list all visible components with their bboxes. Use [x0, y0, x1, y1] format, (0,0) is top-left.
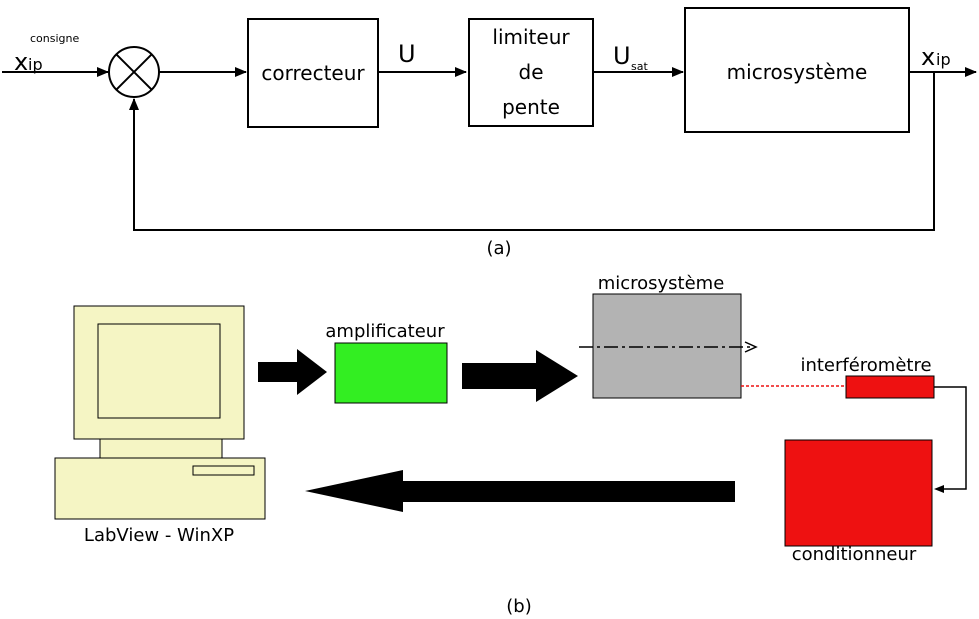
caption-b: (b) — [506, 596, 531, 617]
signal-cable — [934, 386, 967, 490]
interferometre-block — [845, 375, 935, 399]
microsysteme-block-a — [684, 7, 910, 133]
conditionneur-block — [784, 439, 933, 547]
input-x-subscript: ip — [28, 55, 43, 74]
limiteur-block — [468, 18, 594, 127]
computer-icon — [54, 305, 266, 520]
arrow-computer-to-amplifier — [258, 349, 327, 395]
interferometre-label: interféromètre — [800, 355, 931, 376]
output-x-label: x — [921, 43, 935, 71]
amplificateur-block — [334, 342, 448, 404]
summing-junction — [108, 46, 160, 98]
limiteur-label-line1: limiteur — [492, 25, 570, 49]
block-diagram-a: x ip consigne correcteur U limiteur de p… — [2, 7, 977, 259]
arrow-conditioner-to-computer — [305, 470, 735, 512]
cable-arrowhead — [934, 485, 944, 493]
feedback-loop — [129, 72, 935, 231]
limiteur-label-line2: de — [519, 60, 544, 84]
computer-label: LabView - WinXP — [84, 525, 234, 546]
microsysteme-label-a: microsystème — [727, 60, 868, 84]
limiteur-label-line3: pente — [502, 95, 560, 119]
conditionneur-label: conditionneur — [792, 544, 917, 565]
microsysteme-block-b — [592, 293, 742, 399]
amplificateur-label: amplificateur — [325, 321, 445, 342]
signal-usat-subscript: sat — [631, 60, 648, 73]
input-x-label: x — [14, 48, 28, 76]
caption-a: (a) — [486, 238, 511, 259]
axis-arrowhead — [744, 341, 758, 353]
hardware-setup-b: LabView - WinXP amplificateur microsystè… — [54, 273, 967, 617]
signal-usat-label: U — [613, 42, 631, 70]
correcteur-label: correcteur — [261, 61, 365, 85]
signal-u-label: U — [398, 40, 416, 68]
output-x-subscript: ip — [936, 50, 951, 69]
microsysteme-label-b: microsystème — [598, 273, 725, 294]
input-x-superscript: consigne — [30, 32, 79, 45]
arrow-amplifier-to-microsystem — [462, 350, 578, 402]
